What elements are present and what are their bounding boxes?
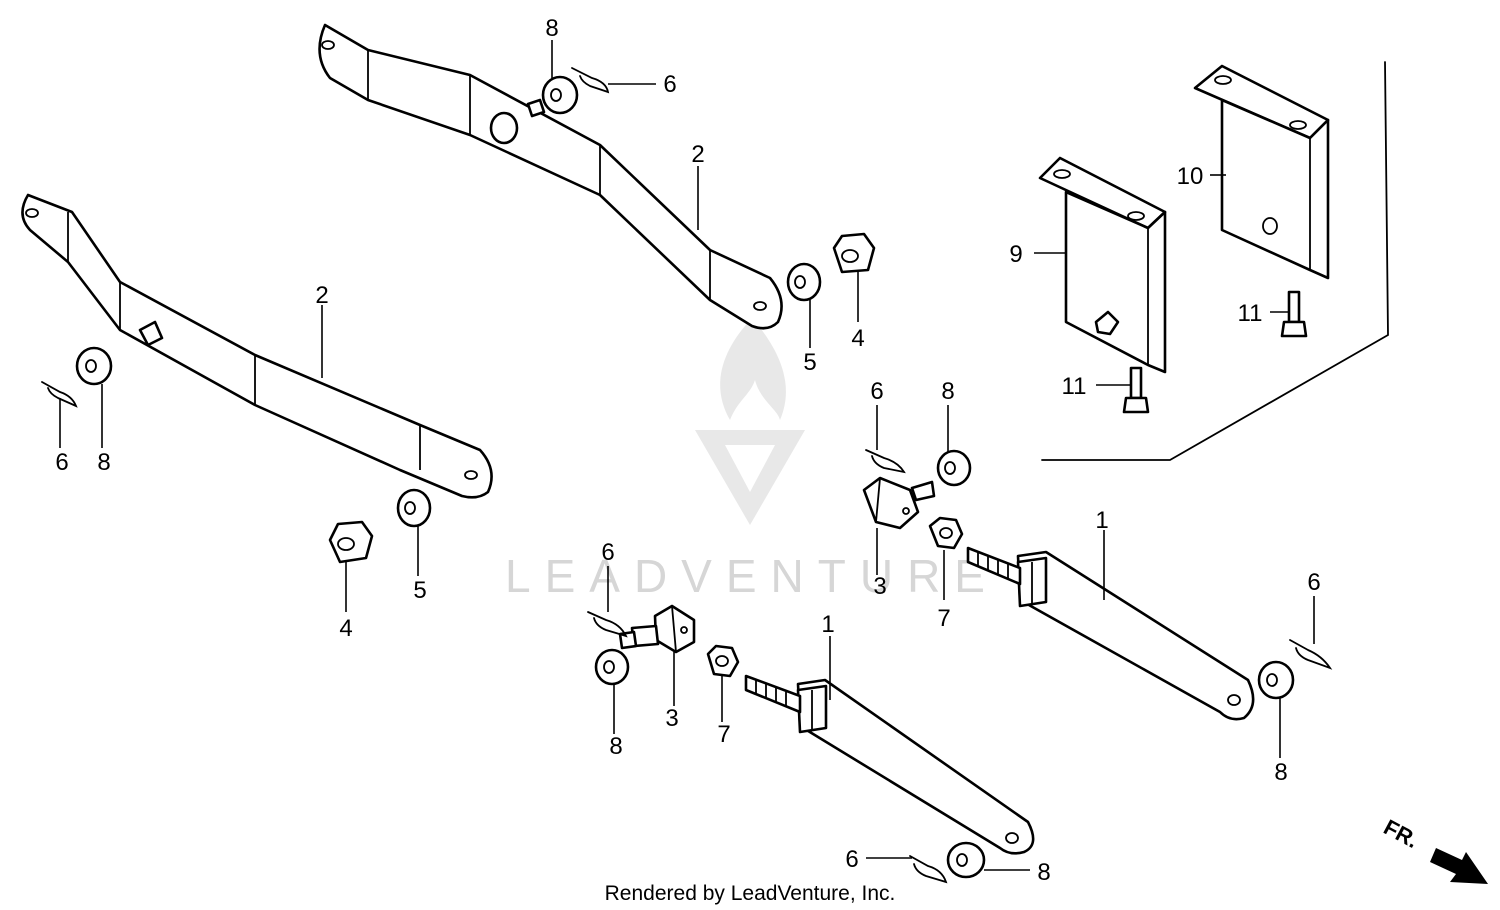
washer-8-joint-rear: [936, 449, 972, 487]
v-shield-watermark-icon: [695, 430, 805, 525]
washer-8-rod-front: [946, 841, 986, 879]
arrow-down-right-icon: [1430, 848, 1488, 884]
washer-8-rod-rear: [1257, 660, 1295, 700]
cotter-pin-joint-front: [587, 611, 628, 638]
callout-nut-arm-left: 4: [339, 615, 352, 642]
bracket-left: [1038, 156, 1167, 374]
leadventure-watermark: LEADVENTURE: [505, 318, 999, 602]
joint-rear: [862, 476, 936, 530]
washer-5-arm-right: [786, 262, 822, 302]
inset-frame-line: [1041, 61, 1389, 461]
nut-arm-left: [328, 520, 374, 564]
lift-arm-left: [21, 193, 493, 499]
callout-nut-rod-rear: 7: [937, 605, 950, 632]
bolt-bracket-right: [1280, 290, 1308, 338]
flame-watermark-icon: [720, 318, 786, 420]
washer-8-joint-front: [594, 648, 630, 686]
front-direction-marker: FR.: [1380, 814, 1488, 884]
bolt-bracket-left: [1122, 366, 1150, 414]
callout-pin-arm-right: 6: [663, 71, 676, 98]
nut-arm-right: [832, 232, 876, 274]
callout-pin-joint-rear: 6: [870, 378, 883, 405]
callout-washer-arm-right-pin: 8: [545, 15, 558, 42]
callout-pin-arm-left: 6: [55, 449, 68, 476]
callout-pin-joint-front: 6: [601, 539, 614, 566]
callout-washer-joint-rear: 8: [941, 378, 954, 405]
callout-washer-arm-left-pin: 8: [97, 449, 110, 476]
lift-rod-rear: [966, 546, 1255, 721]
callout-washer-joint-front: 8: [609, 733, 622, 760]
render-credit: Rendered by LeadVenture, Inc.: [605, 882, 896, 905]
nut-rod-rear: [928, 516, 964, 550]
washer-5-arm-left: [396, 488, 432, 528]
cotter-pin-rod-front: [909, 855, 948, 884]
front-direction-label: FR.: [1380, 814, 1423, 853]
callout-joint-front: 3: [665, 705, 678, 732]
callout-washer-rod-front: 8: [1037, 859, 1050, 886]
cotter-pin-arm-right: [571, 67, 610, 94]
callout-arm-right: 2: [691, 141, 704, 168]
cotter-pin-arm-left: [41, 381, 78, 408]
callout-washer-arm-right: 5: [803, 349, 816, 376]
watermark-text: LEADVENTURE: [505, 550, 999, 602]
joint-front: [618, 604, 696, 654]
washer-8-arm-right: [541, 75, 579, 115]
bracket-right: [1193, 64, 1330, 280]
cotter-pin-joint-rear: [865, 449, 906, 474]
callout-washer-rod-rear: 8: [1274, 759, 1287, 786]
washer-8-arm-left: [75, 346, 113, 386]
callout-washer-arm-left: 5: [413, 577, 426, 604]
callout-joint-rear: 3: [873, 573, 886, 600]
leader-lines: [59, 40, 1315, 871]
callout-nut-arm-right: 4: [851, 325, 864, 352]
callout-pin-rod-rear: 6: [1307, 569, 1320, 596]
callout-rod-front: 1: [821, 611, 834, 638]
callout-arm-left: 2: [315, 282, 328, 309]
callout-pin-rod-front: 6: [845, 846, 858, 873]
callout-rod-rear: 1: [1095, 507, 1108, 534]
callout-labels: 2 2 6 8 8 6 5 4 9 10 11 11 6 8 3 7 4 5 6…: [55, 15, 1320, 886]
nut-rod-front: [706, 644, 740, 678]
callout-bracket-left: 9: [1009, 241, 1022, 268]
lift-arm-right: [318, 23, 783, 330]
lift-rod-front: [744, 674, 1035, 855]
callout-bolt-bracket-left: 11: [1062, 373, 1087, 400]
callout-bolt-bracket-right: 11: [1238, 300, 1263, 327]
callout-nut-rod-front: 7: [717, 721, 730, 748]
cotter-pin-rod-rear: [1289, 639, 1333, 670]
callout-bracket-right: 10: [1177, 163, 1204, 190]
